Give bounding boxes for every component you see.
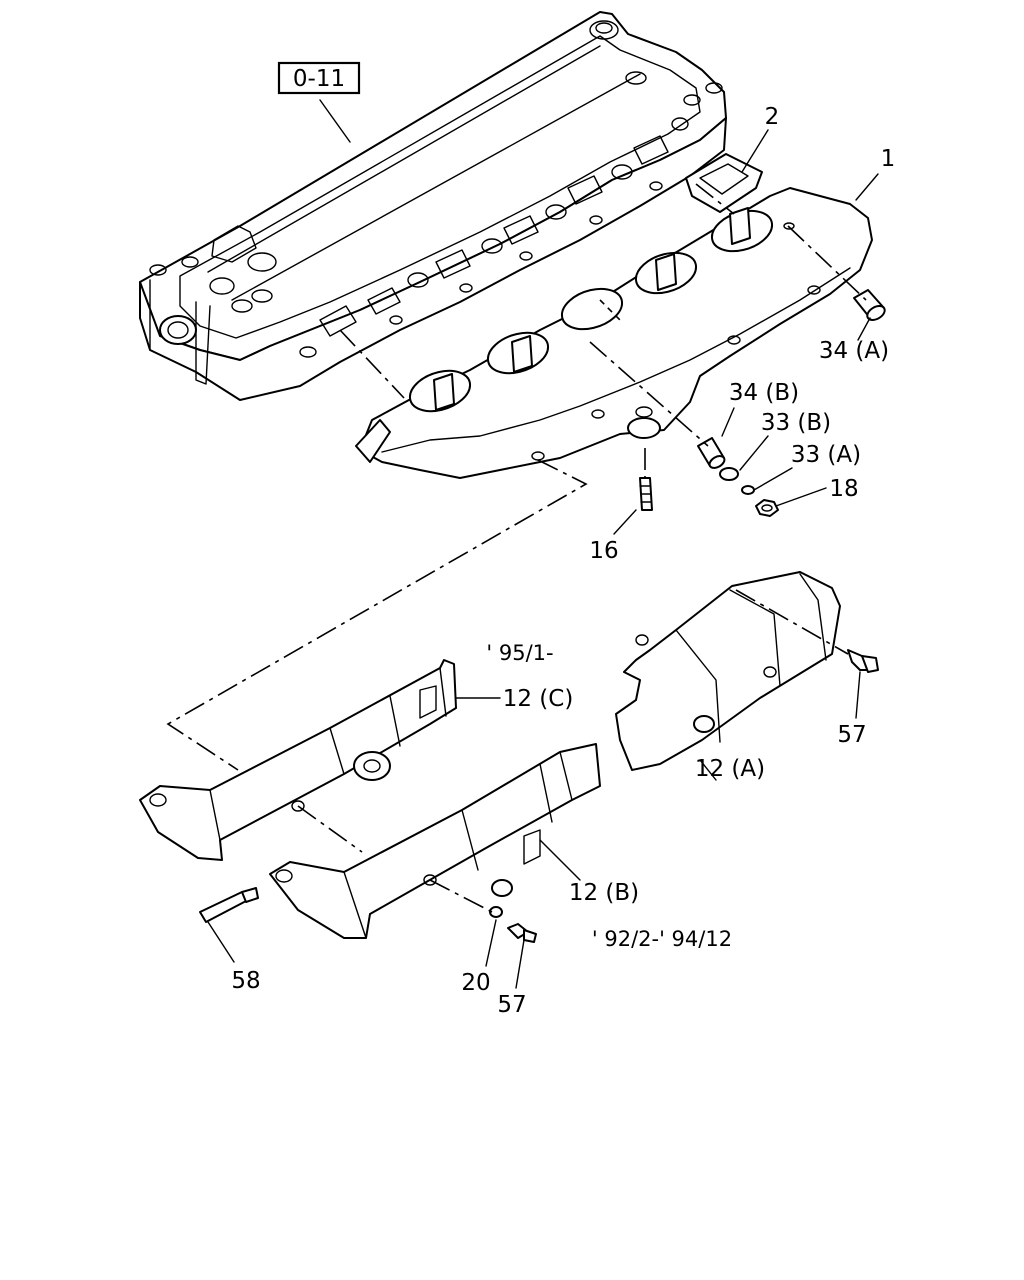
heat-shield-12a [615,571,841,771]
reference-tag: 0-11 [277,61,361,95]
note-date-92-94: ' 92/2-' 94/12 [592,927,732,951]
part-label-1: 1 [881,146,896,172]
reference-label: 0-11 [293,66,345,92]
part-label-20: 20 [461,970,490,996]
part-label-12a: 12 (A) [695,756,765,782]
note-date-95: ' 95/1- [486,641,553,665]
part-label-34a: 34 (A) [819,338,889,364]
part-label-16: 16 [589,538,618,564]
part-label-18: 18 [829,476,858,502]
part-label-12b: 12 (B) [569,880,639,906]
part-label-58: 58 [231,968,260,994]
part-label-2: 2 [765,104,780,130]
center-lines [166,183,867,913]
fasteners [199,289,886,943]
cylinder-head [139,11,727,401]
leader-lines [207,99,879,989]
part-label-33a: 33 (A) [791,442,861,468]
heat-shield-12c [139,659,457,861]
exhaust-manifold [355,153,873,479]
heat-shield-12b [269,743,601,939]
part-label-57-lower: 57 [497,992,526,1018]
part-label-57-upper: 57 [837,722,866,748]
part-label-12c: 12 (C) [503,686,574,712]
part-label-34b: 34 (B) [729,380,799,406]
part-label-33b: 33 (B) [761,410,831,436]
